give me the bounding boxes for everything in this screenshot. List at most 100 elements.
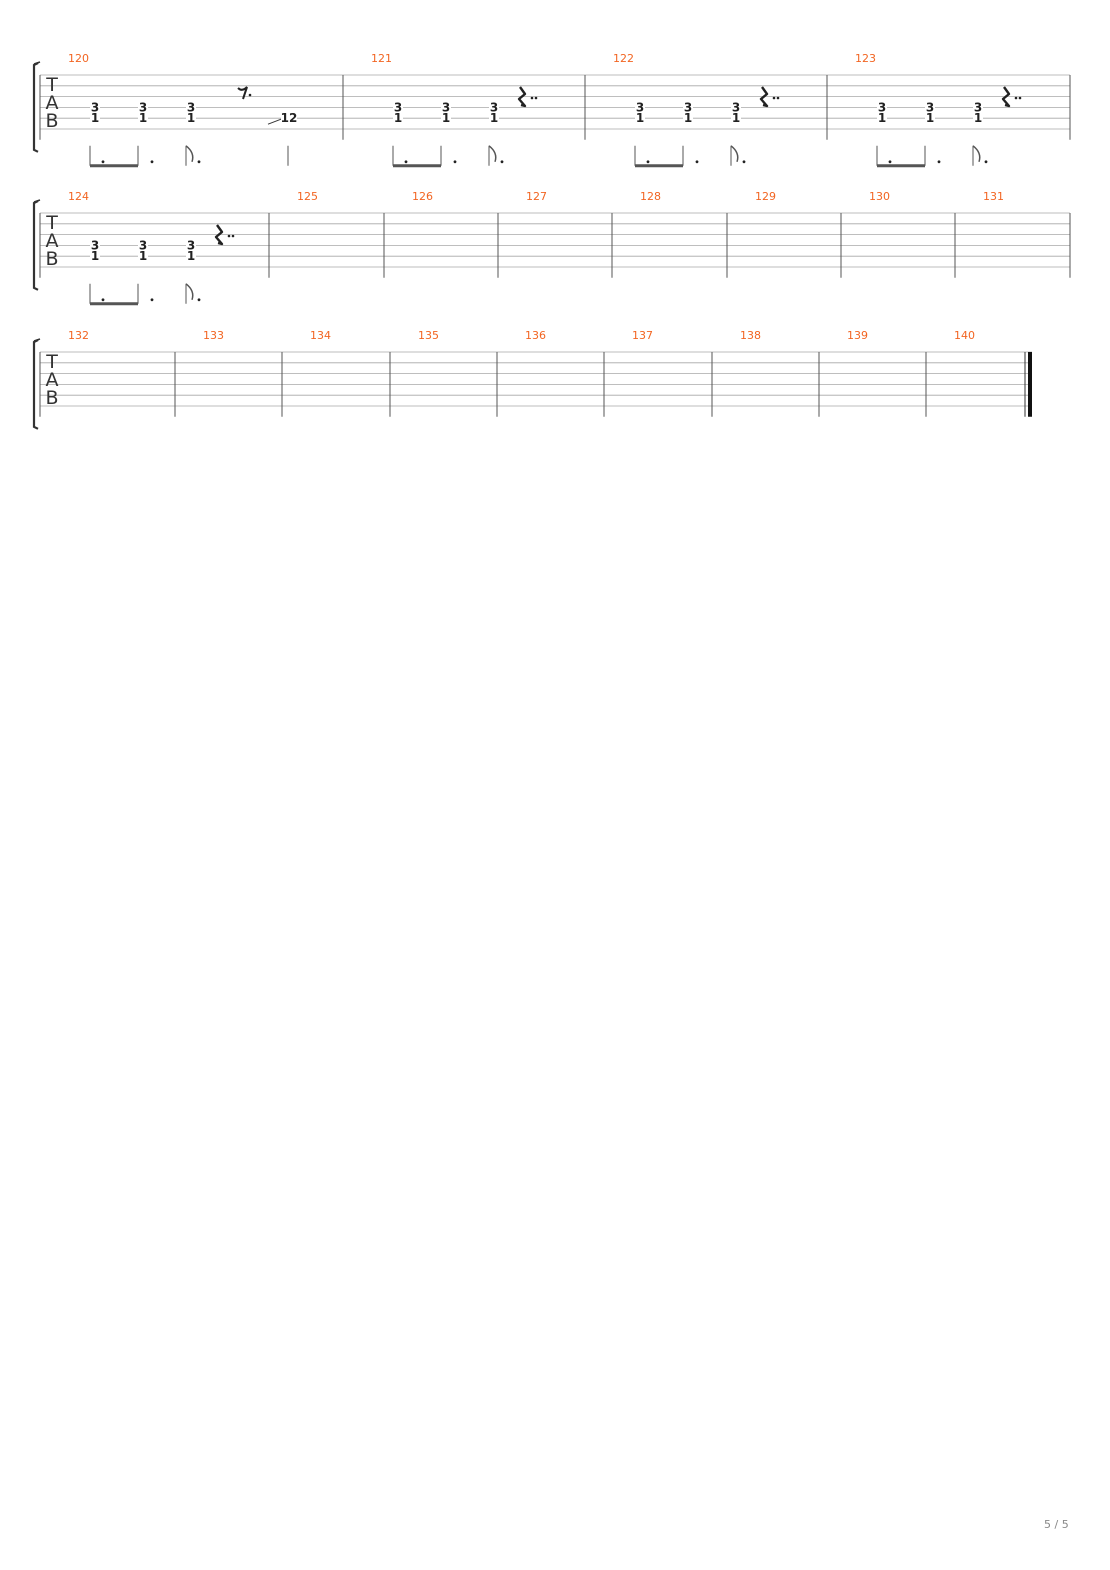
rhythm-dot xyxy=(197,160,201,164)
fret-number: 3 xyxy=(442,100,450,114)
fret-background xyxy=(635,100,645,125)
fret-number: 1 xyxy=(91,111,99,125)
measure-number: 131 xyxy=(983,190,1004,203)
fret-number: 1 xyxy=(139,249,147,263)
measure-131: 131 xyxy=(983,190,1004,203)
measure-130: 130 xyxy=(869,190,890,203)
measure-number: 132 xyxy=(68,329,89,342)
measure-number: 123 xyxy=(855,52,876,65)
tab-clef-letter: B xyxy=(45,248,58,270)
measure-140: 140 xyxy=(954,329,975,342)
measure-number: 124 xyxy=(68,190,89,203)
fret-number: 1 xyxy=(394,111,402,125)
rest-dot xyxy=(530,96,534,100)
quarter-rest-symbol xyxy=(1001,86,1011,108)
measure-137: 137 xyxy=(632,329,653,342)
fret-number: 1 xyxy=(732,111,740,125)
fret-number: 3 xyxy=(974,100,982,114)
rest-dot xyxy=(1014,96,1018,100)
fret-background xyxy=(281,111,297,126)
measure-133: 133 xyxy=(203,329,224,342)
fret-number: 1 xyxy=(684,111,692,125)
fret-background xyxy=(925,100,935,125)
rhythm-dot xyxy=(937,160,941,164)
rest-dot xyxy=(227,234,231,238)
quarter-rest-symbol xyxy=(214,224,224,246)
measure-number: 125 xyxy=(297,190,318,203)
eighth-rest-symbol xyxy=(237,86,248,100)
rhythm-dot xyxy=(888,160,892,164)
fret-number: 1 xyxy=(878,111,886,125)
fret-background xyxy=(877,100,887,125)
fret-number: 1 xyxy=(187,111,195,125)
tab-clef-letter: B xyxy=(45,387,58,409)
page-number: 5 / 5 xyxy=(1044,1518,1069,1531)
measure-number: 140 xyxy=(954,329,975,342)
quarter-rest-symbol xyxy=(517,86,527,108)
fret-number: 1 xyxy=(442,111,450,125)
note-flag xyxy=(972,145,981,163)
rhythm-dot xyxy=(197,298,201,302)
fret-number: 3 xyxy=(878,100,886,114)
rest-dot xyxy=(1018,96,1022,100)
measure-134: 134 xyxy=(310,329,331,342)
tab-clef-letter: A xyxy=(46,369,59,391)
measure-number: 128 xyxy=(640,190,661,203)
fret-number: 3 xyxy=(490,100,498,114)
fret-number: 1 xyxy=(139,111,147,125)
measure-number: 122 xyxy=(613,52,634,65)
system-bracket xyxy=(32,200,39,291)
fret-number: 1 xyxy=(974,111,982,125)
system-bracket xyxy=(32,339,39,430)
rest-dot xyxy=(231,234,235,238)
measure-number: 134 xyxy=(310,329,331,342)
slide-line xyxy=(267,118,282,125)
fret-number: 3 xyxy=(187,238,195,252)
tab-clef-letter: A xyxy=(46,230,59,252)
rhythm-dot xyxy=(101,160,105,164)
fret-number: 3 xyxy=(394,100,402,114)
rest-dot xyxy=(534,96,538,100)
note-flag xyxy=(488,145,497,163)
fret-background xyxy=(489,100,499,125)
tab-clef-letter: B xyxy=(45,110,58,132)
rhythm-dot xyxy=(101,298,105,302)
measure-number: 120 xyxy=(68,52,89,65)
measure-number: 137 xyxy=(632,329,653,342)
bracket-top-tip xyxy=(33,199,41,203)
fret-number: 3 xyxy=(636,100,644,114)
rhythm-dot xyxy=(646,160,650,164)
fret-background xyxy=(973,100,983,125)
fret-number: 3 xyxy=(732,100,740,114)
note-flag xyxy=(185,283,194,301)
rhythm-dot xyxy=(150,298,154,302)
measure-125: 125 xyxy=(297,190,318,203)
measure-number: 130 xyxy=(869,190,890,203)
rhythm-dot xyxy=(695,160,699,164)
measure-number: 136 xyxy=(525,329,546,342)
measure-139: 139 xyxy=(847,329,868,342)
fret-background xyxy=(186,238,196,263)
measure-number: 139 xyxy=(847,329,868,342)
rhythm-dot xyxy=(500,160,504,164)
measure-128: 128 xyxy=(640,190,661,203)
fret-number: 3 xyxy=(91,100,99,114)
rest-dot xyxy=(772,96,776,100)
system-bracket xyxy=(32,62,39,153)
fret-background xyxy=(731,100,741,125)
fret-background xyxy=(90,100,100,125)
fret-number: 3 xyxy=(91,238,99,252)
rhythm-dot xyxy=(150,160,154,164)
rhythm-dot xyxy=(453,160,457,164)
rhythm-dot xyxy=(404,160,408,164)
fret-background xyxy=(138,238,148,263)
measure-135: 135 xyxy=(418,329,439,342)
fret-number: 3 xyxy=(684,100,692,114)
fret-number: 1 xyxy=(636,111,644,125)
